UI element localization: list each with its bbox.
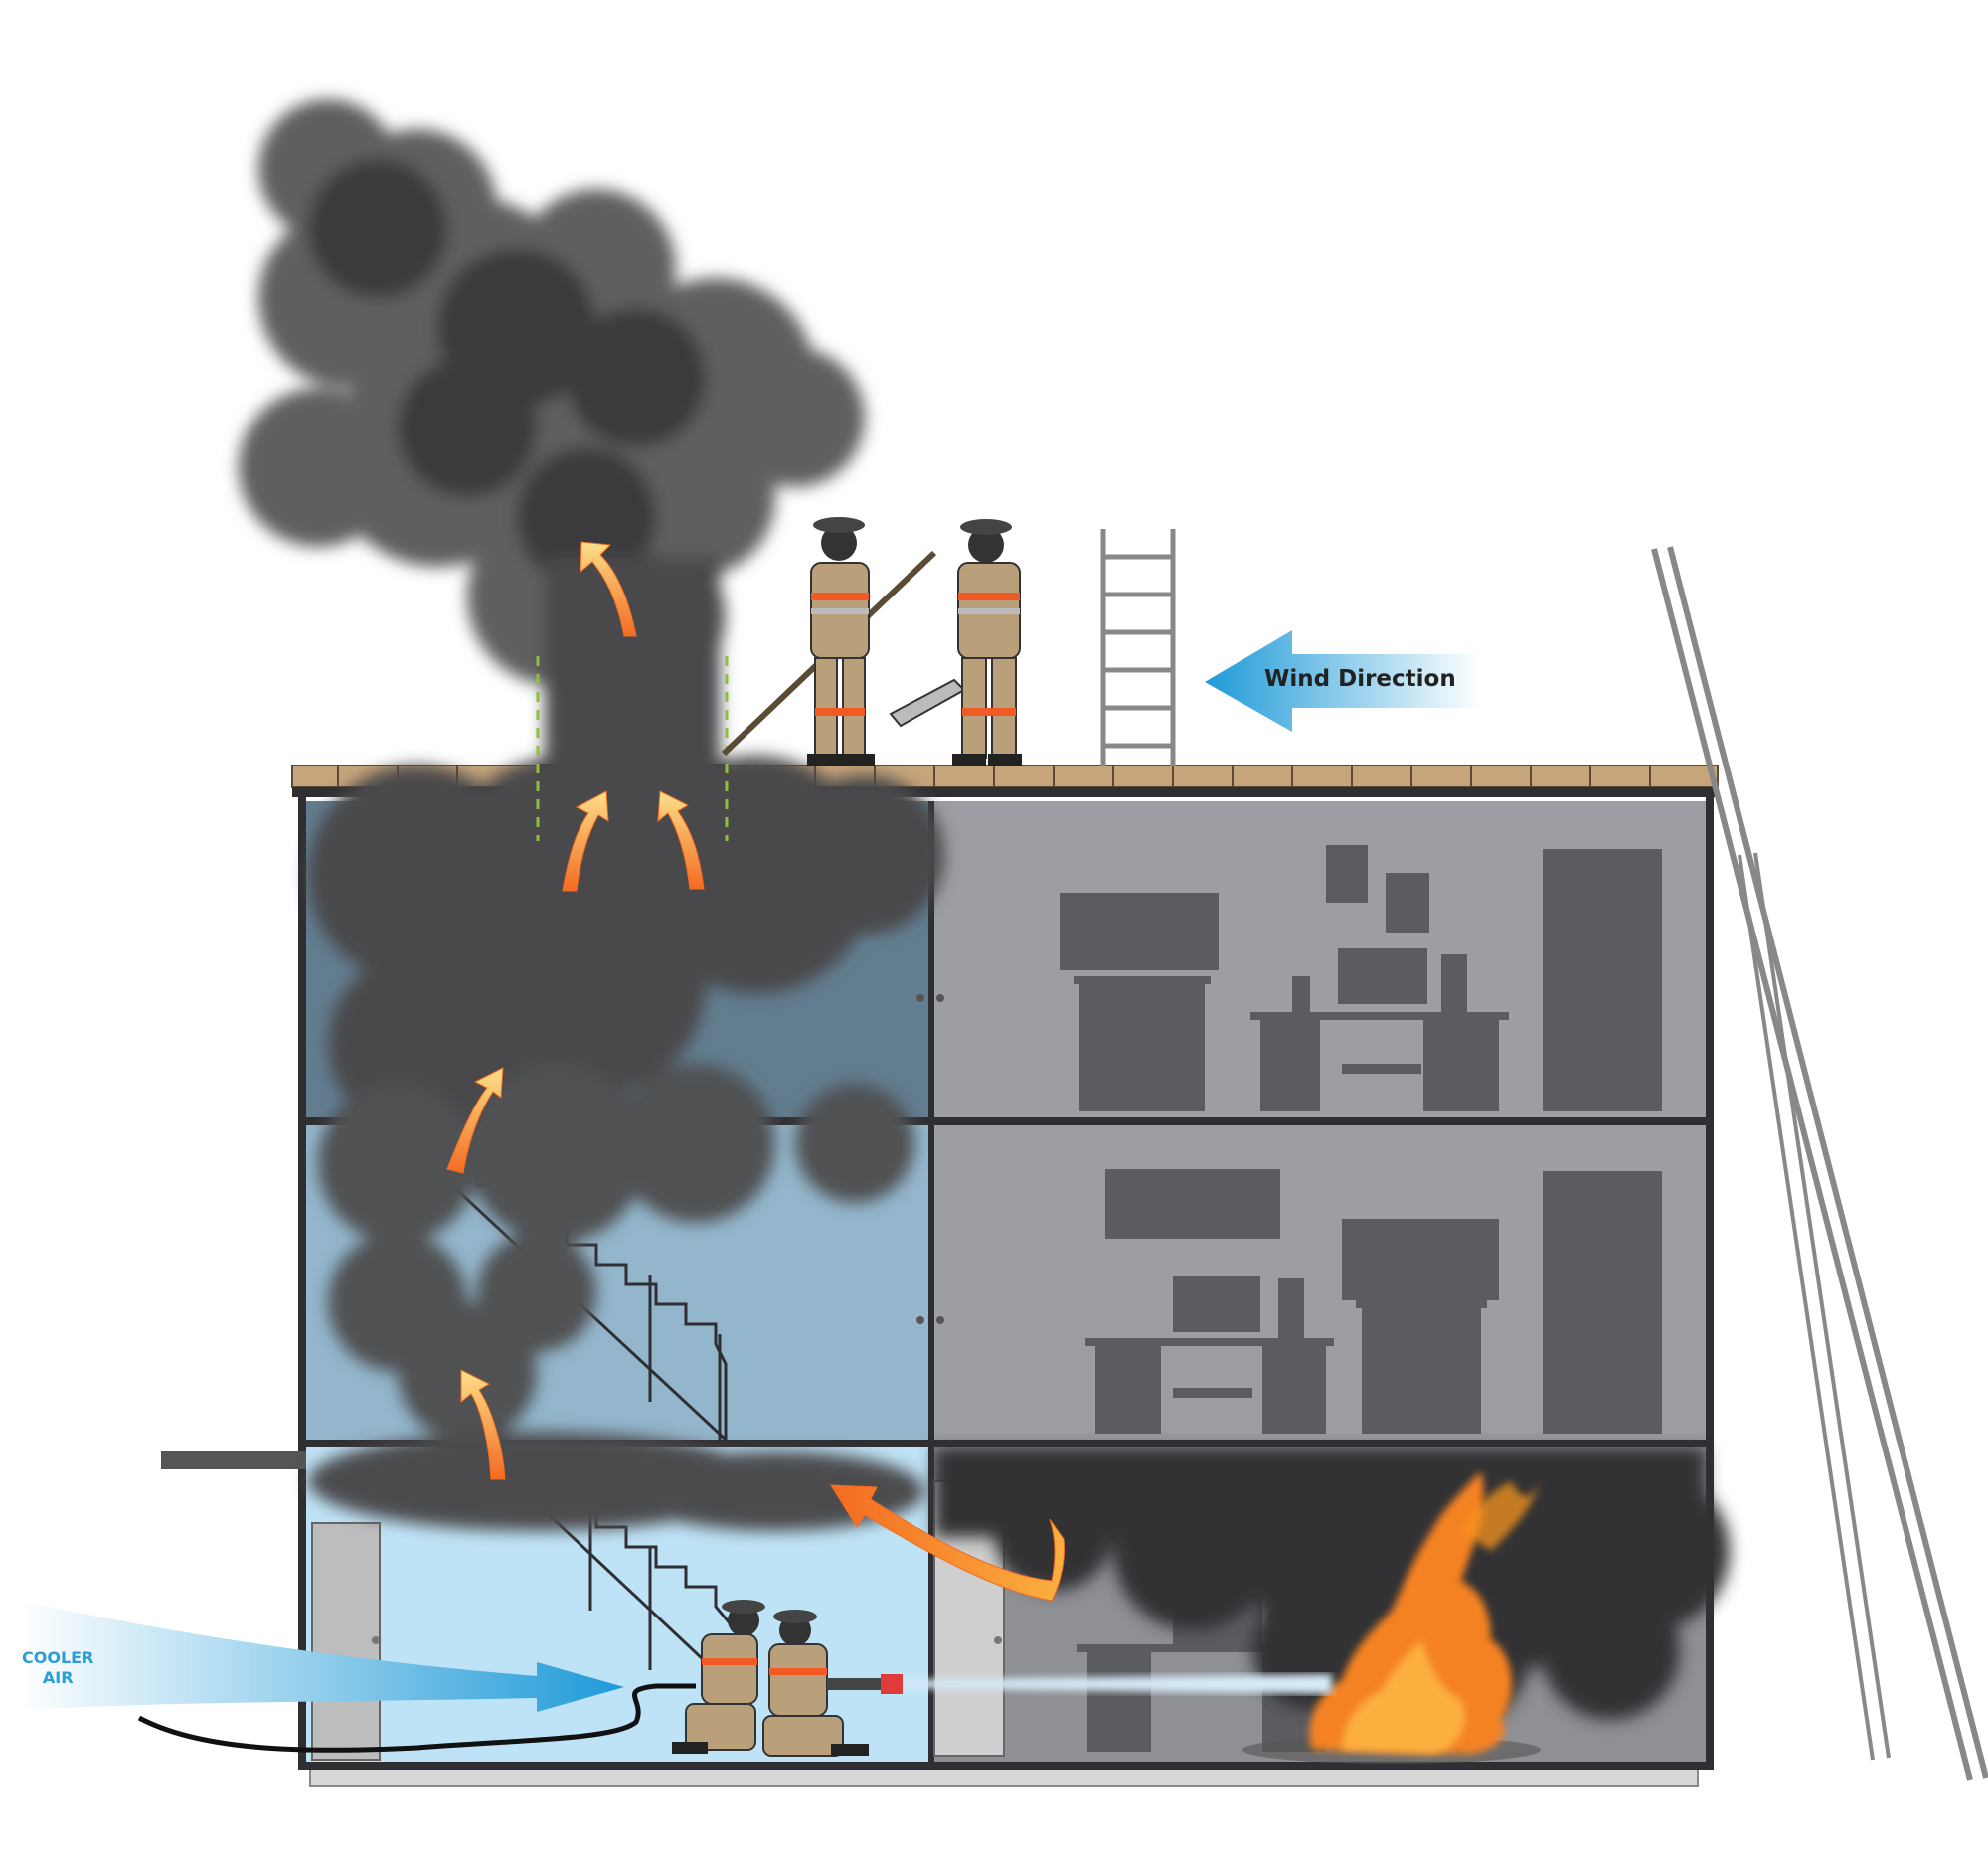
cooler-air-label-line1: COOLER <box>22 1648 94 1667</box>
heat-arrow-icon <box>657 790 705 890</box>
heat-arrow-icon <box>830 1484 1065 1602</box>
flame-icon <box>1242 1471 1541 1764</box>
heat-arrows <box>446 541 1065 1602</box>
water-stream <box>895 1674 1332 1694</box>
cooler-air-label-line2: AIR <box>42 1668 74 1687</box>
smoke-plume <box>239 99 1730 1730</box>
firefighter-icon <box>672 1600 765 1754</box>
heat-arrow-icon <box>460 1369 506 1480</box>
ladder-icon <box>1651 546 1988 1781</box>
firefighter-icon <box>721 517 937 766</box>
wind-direction-label: Wind Direction <box>1264 666 1456 692</box>
firefighter-icon <box>889 519 1022 766</box>
roof-ladder <box>1100 529 1176 766</box>
furniture-top-floor <box>1060 845 1662 1111</box>
heat-arrow-icon <box>580 541 637 637</box>
wind-direction-arrow <box>1205 630 1481 732</box>
hose-line <box>137 1683 696 1753</box>
firefighter-icon <box>762 1610 903 1757</box>
cooler-air-arrow <box>20 1601 624 1712</box>
heat-arrow-icon <box>446 1067 504 1174</box>
cooler-air-label: COOLER AIR <box>22 1648 93 1688</box>
heat-arrow-icon <box>562 790 609 892</box>
furniture-middle-floor <box>1085 1169 1662 1434</box>
exterior-door <box>311 1522 381 1761</box>
